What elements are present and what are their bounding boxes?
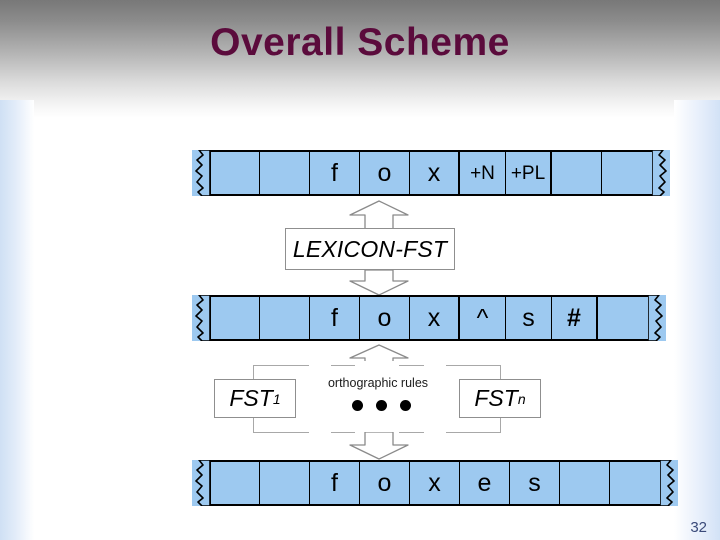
arrow-lexicon-down [346, 269, 412, 301]
tape-cell [210, 462, 260, 504]
tape-cell: f [310, 152, 360, 194]
tape-cell [552, 152, 602, 194]
tape-left-torn-edge [192, 295, 210, 341]
tape-cell: s [510, 462, 560, 504]
tape-left-torn-edge [192, 150, 210, 196]
arrow-intermediate-up [346, 344, 412, 375]
tape-cell: +PL [506, 152, 552, 194]
tape-cell [260, 462, 310, 504]
tape-cells: f o x e s [210, 460, 660, 506]
tape-cell [260, 152, 310, 194]
tape-right-torn-edge [648, 295, 666, 341]
arrow-rules-down [346, 431, 412, 465]
tape-cell: ^ [460, 297, 506, 339]
orthographic-rules-label: orthographic rules [327, 376, 429, 390]
intermediate-tape: f o x ^ s # [192, 295, 666, 341]
tape-right-torn-edge [652, 150, 670, 196]
ellipsis-dot [352, 400, 363, 411]
page-number: 32 [690, 519, 707, 536]
frame-gap [309, 361, 331, 371]
background-top-gradient [0, 0, 720, 118]
page-title: Overall Scheme [210, 21, 510, 64]
fst-first-label: FST [229, 385, 273, 411]
tape-cell: o [360, 462, 410, 504]
surface-tape: f o x e s [192, 460, 678, 506]
tape-cell: f [310, 462, 360, 504]
tape-cell [210, 152, 260, 194]
tape-cell: o [360, 152, 410, 194]
tape-cell [560, 462, 610, 504]
tape-cell: # [552, 297, 598, 339]
tape-cell: x [410, 297, 460, 339]
lexicon-fst-box[interactable]: LEXICON-FST [285, 228, 455, 270]
tape-cell: x [410, 152, 460, 194]
ellipsis-dots [352, 400, 411, 411]
tape-cell: s [506, 297, 552, 339]
frame-gap [424, 428, 446, 438]
tape-left-torn-edge [192, 460, 210, 506]
tape-cell [260, 297, 310, 339]
tape-cells: f o x ^ s # [210, 295, 648, 341]
tape-cell [602, 152, 652, 194]
lexicon-fst-label: LEXICON-FST [292, 235, 448, 262]
fst-last-subscript: n [517, 390, 526, 407]
tape-cell: +N [460, 152, 506, 194]
frame-gap [424, 361, 446, 371]
fst-first-subscript: 1 [272, 390, 281, 407]
ellipsis-dot [376, 400, 387, 411]
fst-last-label: FST [474, 385, 518, 411]
lexical-tape: f o x +N +PL [192, 150, 670, 196]
tape-cells: f o x +N +PL [210, 150, 652, 196]
tape-right-torn-edge [660, 460, 678, 506]
frame-gap [355, 429, 399, 438]
background-left-stripe [0, 100, 34, 540]
tape-cell [210, 297, 260, 339]
tape-cell [610, 462, 660, 504]
ellipsis-dot [400, 400, 411, 411]
background-right-stripe [674, 100, 720, 540]
tape-cell: e [460, 462, 510, 504]
tape-cell: f [310, 297, 360, 339]
frame-gap [309, 428, 331, 438]
tape-cell [598, 297, 648, 339]
tape-cell: x [410, 462, 460, 504]
frame-gap [355, 361, 399, 370]
tape-cell: o [360, 297, 410, 339]
